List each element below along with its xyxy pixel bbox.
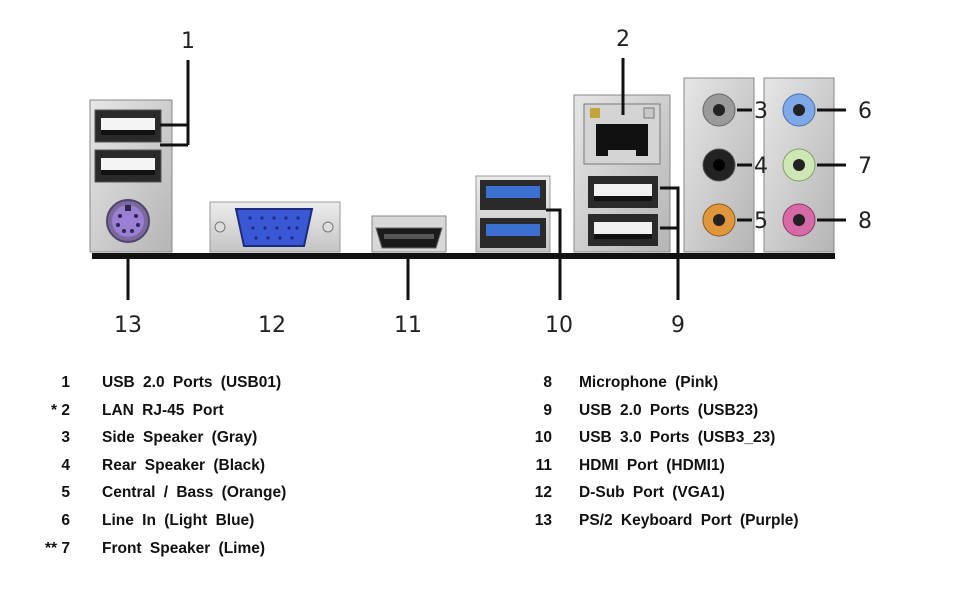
legend-item: ** 7 Front Speaker (Lime) (0, 539, 265, 568)
callout-7: 7 (858, 154, 872, 179)
legend-left-column: 1 USB 2.0 Ports (USB01) * 2 LAN RJ-45 Po… (0, 374, 286, 568)
usb2-port-upper-right (588, 176, 658, 208)
legend-item-description: Front Speaker (Lime) (102, 539, 266, 557)
callout-10: 10 (545, 313, 573, 338)
usb2-port-upper (94, 109, 162, 143)
ps2-keyboard-port (106, 199, 150, 243)
legend-item: 5 Central / Bass (Orange) (0, 484, 286, 512)
audio-jack-light-blue (782, 93, 816, 127)
callout-5: 5 (754, 209, 768, 234)
legend-item-description: Side Speaker (Gray) (102, 429, 258, 447)
legend-item-number: 8 (543, 374, 552, 391)
callout-4: 4 (754, 154, 768, 179)
legend-item-description: USB 3.0 Ports (USB3_23) (579, 429, 776, 447)
legend-item: 8 Microphone (Pink) (480, 374, 718, 402)
legend-item-description: Central / Bass (Orange) (102, 484, 287, 502)
legend-item-description: Rear Speaker (Black) (102, 456, 266, 474)
legend-item: 6 Line In (Light Blue) (0, 511, 254, 540)
legend-item-description: Line In (Light Blue) (102, 511, 255, 529)
io-panel-diagram: 1 2 3 4 5 6 7 8 9 10 11 12 13 (89, 27, 872, 338)
audio-jack-black (702, 148, 736, 182)
legend-right-column: 8 Microphone (Pink) 9 USB 2.0 Ports (USB… (480, 374, 799, 540)
audio-jack-gray (702, 93, 736, 127)
legend-item: 11 HDMI Port (HDMI1) (480, 456, 725, 485)
legend-item: 4 Rear Speaker (Black) (0, 456, 265, 485)
lan-usb-stack (573, 94, 671, 253)
legend-item-number: 13 (534, 511, 552, 529)
legend-item-description: D-Sub Port (VGA1) (579, 484, 725, 502)
legend-item-number: * 2 (51, 401, 70, 419)
callout-6: 6 (858, 99, 872, 124)
usb2-port-lower (94, 149, 162, 183)
legend-item-number: 1 (61, 374, 70, 391)
hdmi-port (371, 215, 447, 253)
audio-jack-orange (702, 203, 736, 237)
legend-item: 10 USB 3.0 Ports (USB3_23) (480, 429, 776, 457)
callout-9: 9 (671, 313, 685, 338)
legend-item-number: 5 (61, 484, 70, 502)
legend-item-description: Microphone (Pink) (579, 374, 719, 391)
callout-2: 2 (616, 27, 630, 52)
ps2-usb-stack (89, 99, 173, 253)
legend-item-description: USB 2.0 Ports (USB01) (102, 374, 282, 391)
legend-item: 12 D-Sub Port (VGA1) (480, 484, 725, 512)
callout-13: 13 (114, 313, 142, 338)
legend-item-number: 11 (535, 456, 552, 474)
callout-3: 3 (754, 99, 768, 124)
legend-item-number: 3 (61, 429, 70, 447)
legend-item-number: 4 (61, 456, 70, 474)
legend-item: 9 USB 2.0 Ports (USB23) (480, 401, 758, 430)
legend-item: * 2 LAN RJ-45 Port (0, 401, 224, 430)
legend-item-description: PS/2 Keyboard Port (Purple) (579, 511, 799, 529)
legend-item-number: 9 (543, 401, 552, 419)
legend-item-description: HDMI Port (HDMI1) (579, 456, 725, 474)
legend-item-number: 12 (534, 484, 552, 502)
usb3-port-upper (480, 180, 546, 210)
legend-item-number: 6 (61, 511, 70, 529)
leader-lines (126, 58, 846, 300)
io-baseline (92, 253, 835, 259)
legend-item-description: LAN RJ-45 Port (102, 401, 224, 419)
callout-1: 1 (181, 29, 195, 54)
callout-12: 12 (258, 313, 286, 338)
usb3-stack (475, 175, 551, 253)
legend-item: 3 Side Speaker (Gray) (0, 429, 257, 457)
usb3-port-lower (480, 218, 546, 248)
legend-item: 13 PS/2 Keyboard Port (Purple) (480, 511, 799, 540)
callout-11: 11 (394, 313, 422, 338)
vga-port (209, 201, 341, 253)
usb2-port-lower-right (588, 214, 658, 246)
callout-8: 8 (858, 209, 872, 234)
legend-item-number: 10 (534, 429, 552, 447)
audio-jack-pink (782, 203, 816, 237)
legend-item-number: ** 7 (45, 539, 70, 557)
legend-item: 1 USB 2.0 Ports (USB01) (0, 374, 281, 402)
audio-jack-lime (782, 148, 816, 182)
legend-item-description: USB 2.0 Ports (USB23) (579, 401, 759, 419)
audio-stack-right (763, 77, 835, 253)
